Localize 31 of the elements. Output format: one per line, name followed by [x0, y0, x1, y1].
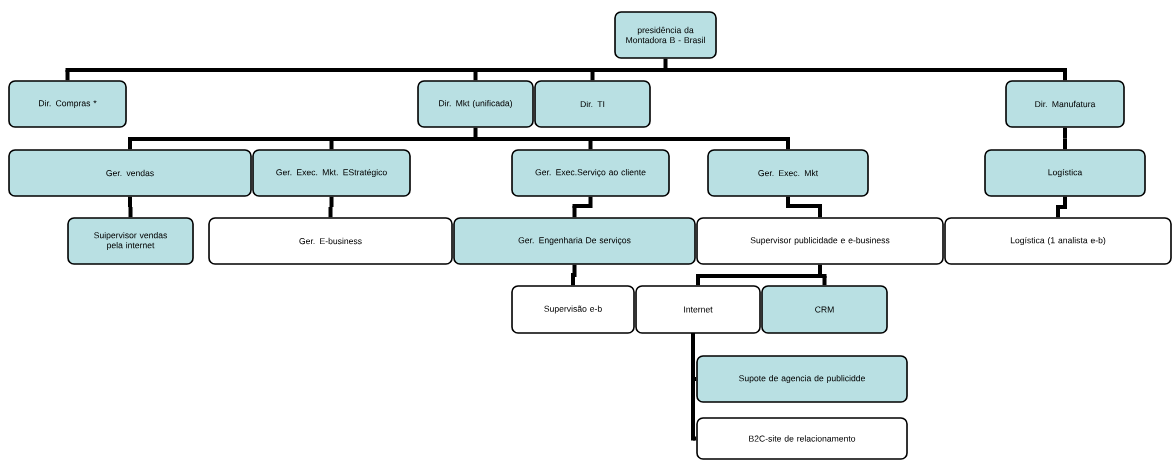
- connector-line: [63, 56, 1069, 81]
- org-box: Logística: [984, 149, 1146, 197]
- org-box: Ger. Exec. Mkt. EStratégico: [252, 149, 411, 197]
- org-box: Dir. Mkt (unificada): [417, 80, 534, 128]
- connector-line: [570, 194, 595, 218]
- connector-line: [1063, 127, 1067, 150]
- org-box: B2C-site de relacionamento: [696, 417, 908, 460]
- org-box: presidência da Montadora B - Brasil: [614, 11, 717, 59]
- connector-line: [1054, 194, 1069, 218]
- org-box: Internet: [635, 285, 761, 334]
- org-box: Ger. vendas: [8, 149, 252, 197]
- connector-line: [691, 333, 697, 441]
- org-box: Dir. Compras *: [8, 80, 127, 128]
- org-box: Ger. Exec. Mkt: [707, 149, 869, 197]
- org-box: Ger. Engenharia De serviços: [453, 217, 696, 265]
- org-box: Ger. E-business: [208, 217, 453, 265]
- org-box: Supervisor publicidade e e-business: [696, 217, 944, 265]
- org-box: Dir. Manufatura: [1005, 80, 1125, 128]
- connector-line: [128, 196, 133, 218]
- org-box: Supervisão e-b: [511, 285, 635, 334]
- org-box: CRM: [761, 285, 888, 334]
- connector-line: [328, 207, 333, 218]
- connector-line: [784, 194, 824, 218]
- org-box: Dir. TI: [534, 80, 651, 128]
- connector-line: [126, 125, 792, 150]
- org-box: Supote de agencia de publicidde: [696, 355, 908, 403]
- org-box: Suipervisor vendas pela internet: [67, 217, 194, 265]
- org-box: Ger. Exec.Serviço ao cliente: [511, 149, 670, 197]
- connector-line: [694, 262, 829, 286]
- connector-line: [569, 262, 579, 286]
- org-box: Logística (1 analista e-b): [944, 217, 1172, 265]
